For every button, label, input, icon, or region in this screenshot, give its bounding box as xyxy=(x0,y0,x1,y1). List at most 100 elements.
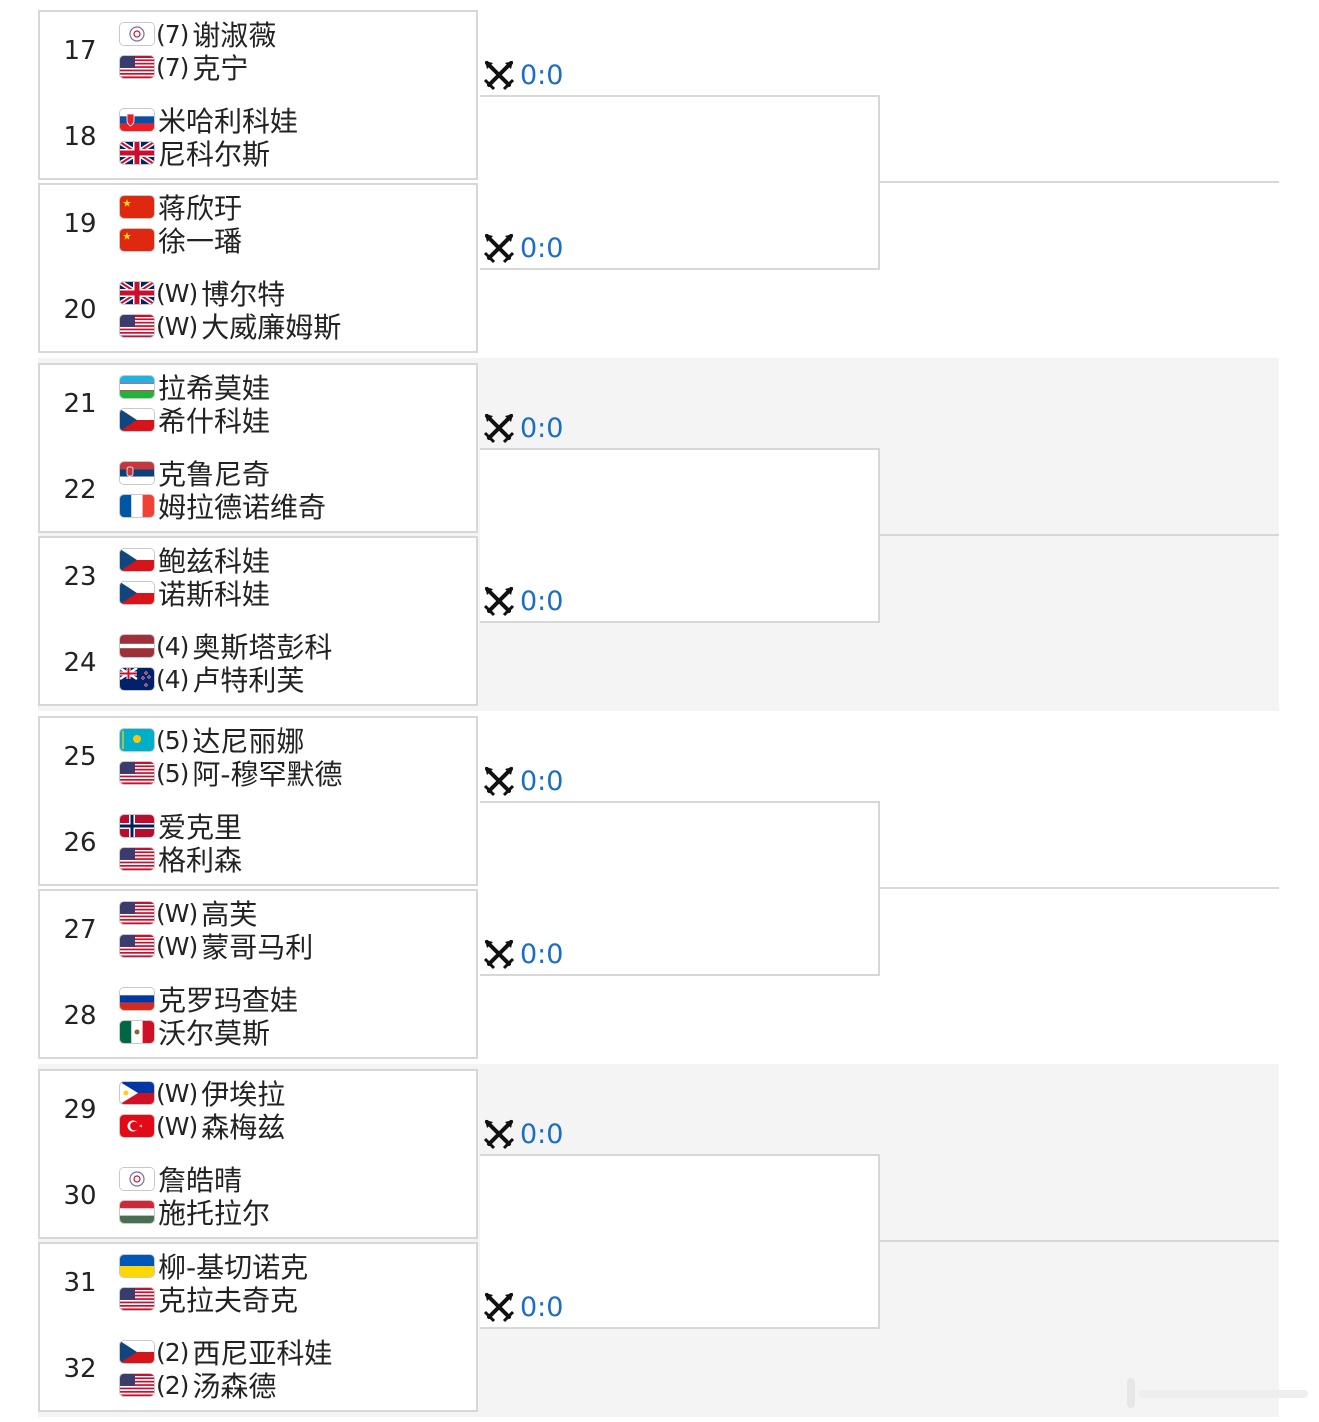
scrollbar-thumb[interactable] xyxy=(1127,1378,1135,1408)
player-entry-p2[interactable]: 施托拉尔 xyxy=(120,1197,270,1230)
player-entry-p2[interactable]: 格利森 xyxy=(120,844,242,877)
round3-connector xyxy=(880,534,1279,536)
flag-cze-icon xyxy=(120,549,154,571)
match-score[interactable]: 0:0 xyxy=(482,937,563,971)
player-entry-p2[interactable]: 尼科尔斯 xyxy=(120,138,270,171)
draw-slot-number: 22 xyxy=(63,475,97,505)
crossed-swords-icon xyxy=(483,414,515,444)
player-name[interactable]: 尼科尔斯 xyxy=(158,138,271,171)
player-name[interactable]: 西尼亚科娃 xyxy=(192,1337,333,1370)
player-entry-p2[interactable]: (5)阿-穆罕默德 xyxy=(120,758,343,791)
crossed-swords-icon xyxy=(483,61,515,91)
player-entry-p1[interactable]: (W)伊埃拉 xyxy=(120,1078,285,1111)
player-name[interactable]: 诺斯科娃 xyxy=(158,578,271,611)
player-entry-p2[interactable]: 诺斯科娃 xyxy=(120,578,270,611)
player-name[interactable]: 谢淑薇 xyxy=(192,19,277,52)
scrollbar-track[interactable] xyxy=(1138,1390,1308,1398)
player-name[interactable]: 米哈利科娃 xyxy=(158,105,299,138)
player-entry-p1[interactable]: (W)博尔特 xyxy=(120,278,285,311)
player-entry-p2[interactable]: (2)汤森德 xyxy=(120,1370,276,1403)
player-entry-p1[interactable]: 蒋欣玗 xyxy=(120,192,242,225)
player-entry-p2[interactable]: 沃尔莫斯 xyxy=(120,1017,270,1050)
player-name[interactable]: 阿-穆罕默德 xyxy=(192,758,343,791)
player-entry-p1[interactable]: (4)奥斯塔彭科 xyxy=(120,631,332,664)
player-entry-p1[interactable]: 米哈利科娃 xyxy=(120,105,298,138)
player-name[interactable]: 克鲁尼奇 xyxy=(158,458,271,491)
player-name[interactable]: 蒋欣玗 xyxy=(158,192,243,225)
player-name[interactable]: 汤森德 xyxy=(192,1370,277,1403)
player-entry-p1[interactable]: (7)谢淑薇 xyxy=(120,19,276,52)
player-entry-p2[interactable]: 希什科娃 xyxy=(120,405,270,438)
match-score[interactable]: 0:0 xyxy=(482,584,563,618)
match-score[interactable]: 0:0 xyxy=(482,1290,563,1324)
match-card[interactable]: 23 鲍兹科娃诺斯科娃 24 (4)奥斯塔彭科(4)卢特利芙 xyxy=(38,536,478,706)
player-name[interactable]: 柳-基切诺克 xyxy=(158,1251,309,1284)
player-name[interactable]: 姆拉德诺维奇 xyxy=(158,491,327,524)
player-name[interactable]: 施托拉尔 xyxy=(158,1197,271,1230)
player-entry-p2[interactable]: (W)森梅兹 xyxy=(120,1111,285,1144)
player-name[interactable]: 爱克里 xyxy=(158,811,243,844)
player-name[interactable]: 森梅兹 xyxy=(201,1111,286,1144)
player-name[interactable]: 卢特利芙 xyxy=(192,664,305,697)
player-entry-p1[interactable]: 柳-基切诺克 xyxy=(120,1251,308,1284)
player-name[interactable]: 克宁 xyxy=(192,52,249,85)
player-entry-p2[interactable]: (W)蒙哥马利 xyxy=(120,931,313,964)
player-entry-p2[interactable]: (7)克宁 xyxy=(120,52,248,85)
player-name[interactable]: 格利森 xyxy=(158,844,243,877)
match-score[interactable]: 0:0 xyxy=(482,58,563,92)
player-name[interactable]: 沃尔莫斯 xyxy=(158,1017,271,1050)
flag-gbr-icon xyxy=(120,142,154,164)
player-name[interactable]: 达尼丽娜 xyxy=(192,725,305,758)
player-entry-p1[interactable]: (W)高芙 xyxy=(120,898,257,931)
match-score[interactable]: 0:0 xyxy=(482,231,563,265)
match-score[interactable]: 0:0 xyxy=(482,1117,563,1151)
player-name[interactable]: 克拉夫奇克 xyxy=(158,1284,299,1317)
player-entry-p2[interactable]: 徐一璠 xyxy=(120,225,242,258)
player-name[interactable]: 奥斯塔彭科 xyxy=(192,631,333,664)
player-entry-p1[interactable]: 爱克里 xyxy=(120,811,242,844)
draw-slot-number: 24 xyxy=(63,648,97,678)
round3-connector xyxy=(880,1240,1279,1242)
player-name[interactable]: 大威廉姆斯 xyxy=(201,311,342,344)
player-entry-p2[interactable]: 姆拉德诺维奇 xyxy=(120,491,326,524)
player-entry-p1[interactable]: (2)西尼亚科娃 xyxy=(120,1337,332,1370)
player-name[interactable]: 拉希莫娃 xyxy=(158,372,271,405)
player-name[interactable]: 博尔特 xyxy=(201,278,286,311)
flag-usa-icon xyxy=(120,1374,154,1396)
draw-slot-number: 27 xyxy=(63,915,97,945)
player-name[interactable]: 克罗玛查娃 xyxy=(158,984,299,1017)
player-entry-p1[interactable]: 拉希莫娃 xyxy=(120,372,270,405)
draw-slot-number: 23 xyxy=(63,562,97,592)
player-name[interactable]: 高芙 xyxy=(201,898,258,931)
player-name[interactable]: 徐一璠 xyxy=(158,225,243,258)
player-name[interactable]: 詹皓晴 xyxy=(158,1164,243,1197)
draw-slot-number: 32 xyxy=(63,1354,97,1384)
player-entry-p1[interactable]: 克罗玛查娃 xyxy=(120,984,298,1017)
player-entry-p1[interactable]: 詹皓晴 xyxy=(120,1164,242,1197)
player-entry-p2[interactable]: (4)卢特利芙 xyxy=(120,664,304,697)
seed-label: (W) xyxy=(156,1078,198,1108)
match-score[interactable]: 0:0 xyxy=(482,764,563,798)
player-name[interactable]: 希什科娃 xyxy=(158,405,271,438)
player-entry-p1[interactable]: 克鲁尼奇 xyxy=(120,458,270,491)
player-entry-p2[interactable]: 克拉夫奇克 xyxy=(120,1284,298,1317)
player-entry-p2[interactable]: (W)大威廉姆斯 xyxy=(120,311,341,344)
player-entry-p1[interactable]: 鲍兹科娃 xyxy=(120,545,270,578)
match-score[interactable]: 0:0 xyxy=(482,411,563,445)
flag-usa-icon xyxy=(120,935,154,957)
flag-nor-icon xyxy=(120,815,154,837)
round2-connector xyxy=(480,801,880,976)
crossed-swords-icon xyxy=(483,1120,515,1150)
player-name[interactable]: 鲍兹科娃 xyxy=(158,545,271,578)
player-name[interactable]: 伊埃拉 xyxy=(201,1078,286,1111)
player-name[interactable]: 蒙哥马利 xyxy=(201,931,314,964)
flag-chn-icon xyxy=(120,196,154,218)
player-entry-p1[interactable]: (5)达尼丽娜 xyxy=(120,725,304,758)
